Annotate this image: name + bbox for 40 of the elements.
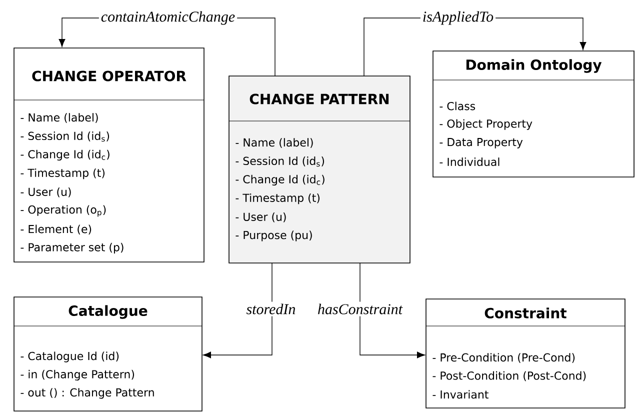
edge-label: isAppliedTo xyxy=(420,9,496,27)
attribute-text: - Invariant xyxy=(432,390,488,399)
class-box xyxy=(14,296,202,412)
attribute-text: - Name (label) xyxy=(20,113,98,123)
attribute-text: - User (u) xyxy=(236,212,286,222)
connector-arrow xyxy=(360,262,425,358)
class-box xyxy=(432,50,634,178)
attribute-text: - Object Property xyxy=(440,119,532,130)
class-name: Catalogue xyxy=(68,305,148,319)
edge-label: hasConstraint xyxy=(316,302,404,316)
attribute-text: - Timestamp (t) xyxy=(236,193,320,204)
edge-label: containAtomicChange xyxy=(98,9,238,27)
edge-label: storedIn xyxy=(244,302,298,316)
attribute-text: - Change Id (id$_{c}$) xyxy=(236,174,324,186)
attribute-text: - Individual xyxy=(440,158,500,166)
attribute-text: - out () : Change Pattern xyxy=(20,388,154,399)
attribute-text: - Operation (o$_{p}$) xyxy=(20,205,106,217)
attribute-text: - Catalogue Id (id) xyxy=(20,352,119,362)
attribute-text: - Parameter set (p) xyxy=(20,242,124,254)
class-name: Constraint xyxy=(484,308,567,318)
class-name: CHANGE PATTERN xyxy=(250,94,389,104)
attribute-text: - Pre-Condition (Pre-Cond) xyxy=(432,353,575,363)
attribute-text: - Purpose (pu) xyxy=(236,230,312,242)
attribute-text: - Change Id (id$_{c}$) xyxy=(20,150,110,161)
class-box xyxy=(426,298,626,408)
attribute-text: - User (u) xyxy=(20,188,71,198)
connector-arrow xyxy=(203,262,272,358)
attribute-text: - Data Property xyxy=(440,138,523,148)
class-name: Domain Ontology xyxy=(466,59,602,73)
attribute-text: - Class xyxy=(440,102,476,110)
attribute-text: - Post-Condition (Post-Cond) xyxy=(432,371,586,382)
class-box xyxy=(14,48,204,262)
attribute-text: - Session Id (id$_{s}$) xyxy=(20,132,110,142)
attribute-text: - Timestamp (t) xyxy=(20,168,104,180)
attribute-text: - Name (label) xyxy=(236,138,313,148)
attribute-text: - Element (e) xyxy=(20,224,92,234)
attribute-text: - in (Change Pattern) xyxy=(20,370,134,381)
class-box xyxy=(228,76,410,264)
attribute-text: - Session Id (id$_{s}$) xyxy=(236,156,324,167)
class-name: CHANGE OPERATOR xyxy=(32,70,186,82)
